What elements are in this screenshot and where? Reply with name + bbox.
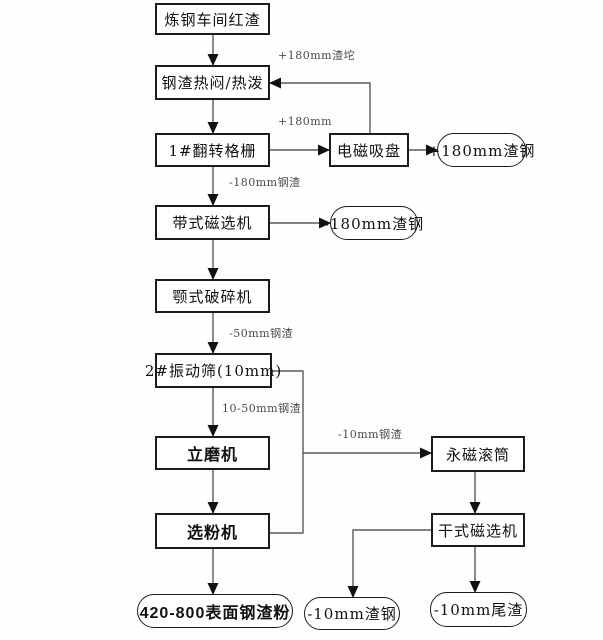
node-powder-classifier: 选粉机 (155, 513, 270, 549)
node-perm-magnet-drum: 永磁滚筒 (431, 436, 525, 472)
node-slag-powder-product: 420-800表面钢渣粉 (137, 594, 293, 628)
node-jaw-crusher: 颚式破碎机 (155, 279, 270, 313)
node-vertical-mill: 立磨机 (155, 436, 270, 470)
edge-em-chuck-return-to-hot-stew (269, 77, 371, 133)
node-red-slag: 炼钢车间红渣 (155, 3, 270, 35)
node-hot-stew: 钢渣热闷/热泼 (155, 65, 270, 100)
node-minus180-slag-steel: -180mm渣钢 (324, 206, 423, 240)
node-minus10-slag-steel: -10mm渣钢 (304, 597, 400, 630)
label-minus180-slag-label: -180mm钢渣 (229, 176, 301, 189)
label-minus50-slag-label: -50mm钢渣 (229, 327, 294, 340)
node-belt-magnet: 带式磁选机 (155, 205, 270, 240)
label-plus180-label: +180mm (278, 115, 333, 128)
node-vib-screen-2: 2#振动筛(10mm) (145, 353, 281, 388)
label-minus10-slag-label: -10mm钢渣 (338, 428, 403, 441)
edge-vib-screen-classifier-bypass (270, 370, 304, 534)
node-plus180-slag-steel: +180mm渣钢 (428, 133, 534, 167)
node-minus10-tailings: -10mm尾渣 (430, 592, 527, 627)
label-plus180-slag-lump-label: +180mm渣坨 (278, 49, 356, 62)
edge-dry-magnet-to-minus10-steel (347, 529, 431, 598)
label-mid-slag-label: 10-50mm钢渣 (222, 402, 302, 415)
node-em-chuck: 电磁吸盘 (329, 133, 409, 167)
node-dry-magnet: 干式磁选机 (431, 513, 525, 547)
node-flip-grid-1: 1#翻转格栅 (155, 133, 270, 167)
